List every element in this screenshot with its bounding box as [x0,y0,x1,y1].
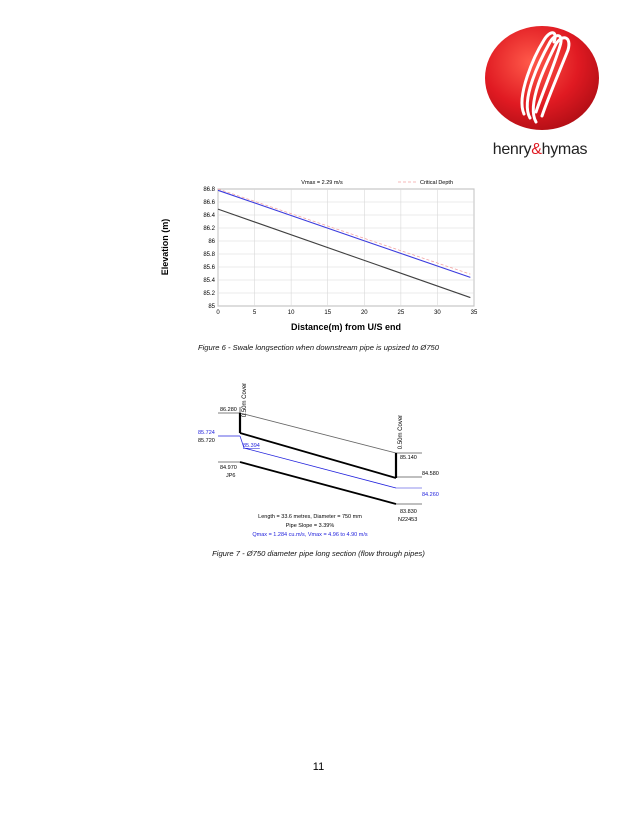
ds-surface-level: 85.140 [400,455,417,461]
ds-cover-label: 0.50m Cover [398,415,404,449]
series-line-1 [217,189,471,278]
chart-title: Vmax = 2.29 m/s [301,180,343,186]
figure-7-caption: Figure 7 - Ø750 diameter pipe long secti… [212,549,425,558]
y-tick-label: 85.6 [203,265,215,271]
pipe-flow: Qmax = 1.284 cu.m/s, Vmax = 4.96 to 4.90… [252,532,367,538]
us-water-level: 85.724 [198,430,215,436]
us-invert-level: 85.720 [198,438,215,444]
x-tick-label: 20 [361,310,368,316]
legend-critical-depth: Critical Depth [420,180,453,186]
x-tick-label: 10 [288,310,295,316]
page-number: 11 [312,761,325,773]
pipe-long-section-diagram: 0.50m Cover 0.50m Cover 86.280 85.724 85… [198,383,439,538]
y-tick-label: 85.2 [203,291,215,297]
x-tick-label: 5 [253,310,257,316]
y-tick-label: 86 [208,239,215,245]
y-tick-label: 86.6 [203,200,215,206]
series-line-2 [217,208,471,299]
logo-emblem-icon [485,26,599,130]
ds-bottom-level: 83.830 [400,509,417,515]
y-axis-label: Elevation (m) [160,219,170,276]
pipe-obvert-line [239,432,397,479]
us-hgl-level: 85.394 [243,443,260,449]
y-tick-label: 85.8 [203,252,215,258]
ground-surface-line [239,412,397,454]
x-tick-label: 25 [398,310,405,316]
us-cover-label: 0.50m Cover [242,383,248,417]
us-hgl-drop [239,435,245,449]
brand-name: henry&hymas [492,141,588,158]
y-tick-label: 86.4 [203,213,215,219]
plot-area [217,188,475,307]
y-tick-label: 85 [208,304,215,310]
pipe-length-diameter: Length = 33.6 metres, Diameter = 750 mm [258,514,362,520]
x-axis-label: Distance(m) from U/S end [291,322,401,332]
x-tick-label: 30 [434,310,441,316]
pipe-slope: Pipe Slope = 3.39% [286,523,335,529]
figure-6-caption: Figure 6 - Swale longsection when downst… [197,343,440,352]
hgl-line [243,447,397,489]
x-tick-label: 35 [471,310,478,316]
y-tick-label: 86.8 [203,187,215,193]
ds-invert-level: 84.580 [422,471,439,477]
pipe-invert-line [239,461,397,505]
ds-node-id: N22453 [398,517,417,523]
y-tick-label: 86.2 [203,226,215,232]
y-tick-label: 85.4 [203,278,215,284]
ds-water-level: 84.260 [422,492,439,498]
elevation-chart: 0 5 10 15 20 25 30 35 85 85.2 85.4 85.6 85.8 86 86.2 86… [160,180,478,332]
us-node-id: JP6 [226,473,235,479]
x-tick-label: 15 [324,310,331,316]
x-tick-label: 0 [216,310,220,316]
us-bottom-level: 84.970 [220,465,237,471]
series-line-0 [217,188,471,275]
company-logo: henry&hymas [480,20,600,160]
us-surface-level: 86.280 [220,407,237,413]
